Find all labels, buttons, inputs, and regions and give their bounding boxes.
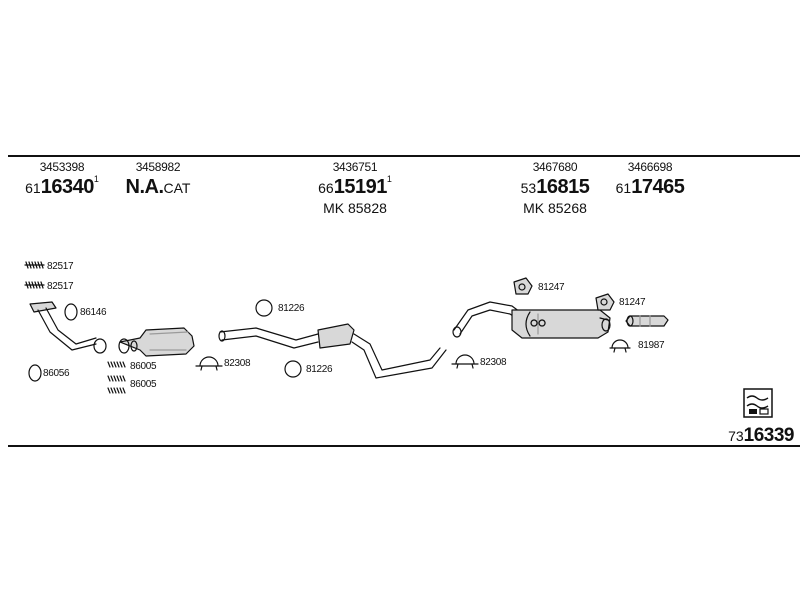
header-ref: 3466698 — [627, 160, 673, 174]
bottom-rule — [8, 445, 800, 447]
header-sup: 1 — [93, 174, 99, 184]
part-label: 86005 — [130, 379, 157, 390]
kit-prefix: 73 — [728, 428, 744, 444]
kit-code: 16339 — [743, 425, 795, 446]
part-label: 86005 — [130, 361, 157, 372]
top-rule — [8, 155, 800, 157]
header-rear-silencer: 3467680 5316815 MK 85268 — [505, 160, 605, 216]
tail-pipe-icon — [625, 315, 669, 327]
rubber-hanger-icon — [513, 277, 533, 295]
header-tail-pipe: 3466698 6117465 — [610, 160, 690, 199]
header-prefix: 66 — [318, 180, 334, 196]
header-code-line: N.A.CAT — [118, 176, 198, 199]
front-pipe-icon — [29, 301, 107, 354]
header-code: 17465 — [631, 176, 685, 198]
part-label: 82517 — [47, 281, 74, 292]
header-code: N.A. — [125, 176, 165, 198]
header-sup: 1 — [386, 174, 392, 184]
part-label: 86146 — [80, 307, 107, 318]
ring-gasket-icon — [284, 360, 302, 378]
gasket-icon — [64, 303, 78, 321]
part-label: 82517 — [47, 261, 74, 272]
bolt-set-icon — [24, 261, 45, 269]
clamp-icon — [609, 339, 631, 353]
rubber-hanger-icon — [595, 293, 615, 311]
clamp-icon — [195, 356, 223, 371]
part-label: 82308 — [224, 358, 251, 369]
header-ref: 3453398 — [39, 160, 85, 174]
catalyst-icon — [118, 327, 195, 357]
header-code: 15191 — [333, 176, 388, 198]
rear-silencer-icon — [452, 301, 611, 339]
header-suffix: CAT — [163, 180, 191, 196]
header-ref: 3467680 — [532, 160, 578, 174]
part-label: 81987 — [638, 340, 665, 351]
kit-symbol-icon — [743, 388, 773, 418]
middle-pipe-icon — [218, 323, 447, 379]
header-middle-pipe: 3436751 66151911 MK 85828 — [305, 160, 405, 216]
ring-gasket-icon — [255, 299, 273, 317]
header-mk: MK 85268 — [523, 200, 587, 216]
header-code: 16815 — [536, 176, 590, 198]
clamp-icon — [451, 354, 479, 369]
bolt-set-icon — [24, 281, 45, 289]
part-label: 86056 — [43, 368, 70, 379]
header-code-line: 66151911 — [305, 174, 405, 199]
spring-set-icon — [107, 361, 126, 394]
part-label: 81226 — [278, 303, 305, 314]
gasket-icon — [28, 364, 42, 382]
header-front-pipe: 3453398 61163401 — [22, 160, 102, 199]
header-catalyst: 3458982 N.A.CAT — [118, 160, 198, 199]
part-label: 82308 — [480, 357, 507, 368]
part-label: 81247 — [538, 282, 565, 293]
header-code-line: 6117465 — [610, 176, 690, 199]
part-label: 81226 — [306, 364, 333, 375]
header-mk: MK 85828 — [323, 200, 387, 216]
header-ref: 3458982 — [135, 160, 181, 174]
part-label: 81247 — [619, 297, 646, 308]
kit-number: 7316339 — [728, 425, 794, 447]
header-code-line: 61163401 — [22, 174, 102, 199]
header-prefix: 61 — [25, 180, 41, 196]
header-ref: 3436751 — [332, 160, 378, 174]
header-prefix: 61 — [615, 180, 632, 196]
header-prefix: 53 — [520, 180, 537, 196]
header-code: 16340 — [40, 176, 95, 198]
header-code-line: 5316815 — [505, 176, 605, 199]
